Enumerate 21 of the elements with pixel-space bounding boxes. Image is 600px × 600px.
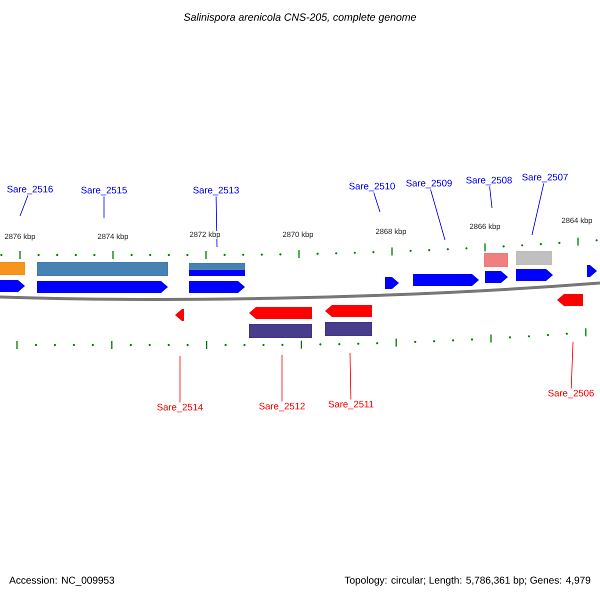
leader-line — [373, 192, 380, 212]
leader-line — [350, 352, 352, 400]
leader-line — [430, 189, 446, 240]
leader-line — [20, 195, 28, 216]
gene-label: Sare_2512 — [259, 402, 305, 412]
leader-line — [489, 186, 492, 208]
gene-label: Sare_2507 — [522, 174, 568, 182]
gene-label: Sare_2516 — [7, 186, 53, 194]
gene-label: Sare_2515 — [81, 186, 127, 196]
gene-label: Sare_2509 — [406, 180, 452, 188]
footer-text: Accession: NC_009953 — [9, 576, 114, 586]
title: Salinispora arenicola CNS-205, complete genome — [184, 13, 416, 23]
gene-label: Sare_2513 — [193, 186, 239, 196]
gene-label: Sare_2510 — [349, 182, 395, 192]
leader-line — [532, 183, 544, 236]
gene-label: Sare_2514 — [157, 404, 203, 412]
leader-line — [570, 342, 574, 389]
footer-text: Topology: circular; Length: 5,786,361 bp; Genes: 4,979 — [344, 576, 590, 586]
gene-label: Sare_2506 — [548, 390, 594, 398]
gene-label: Sare_2511 — [328, 400, 374, 410]
gene-label: Sare_2508 — [466, 176, 512, 186]
